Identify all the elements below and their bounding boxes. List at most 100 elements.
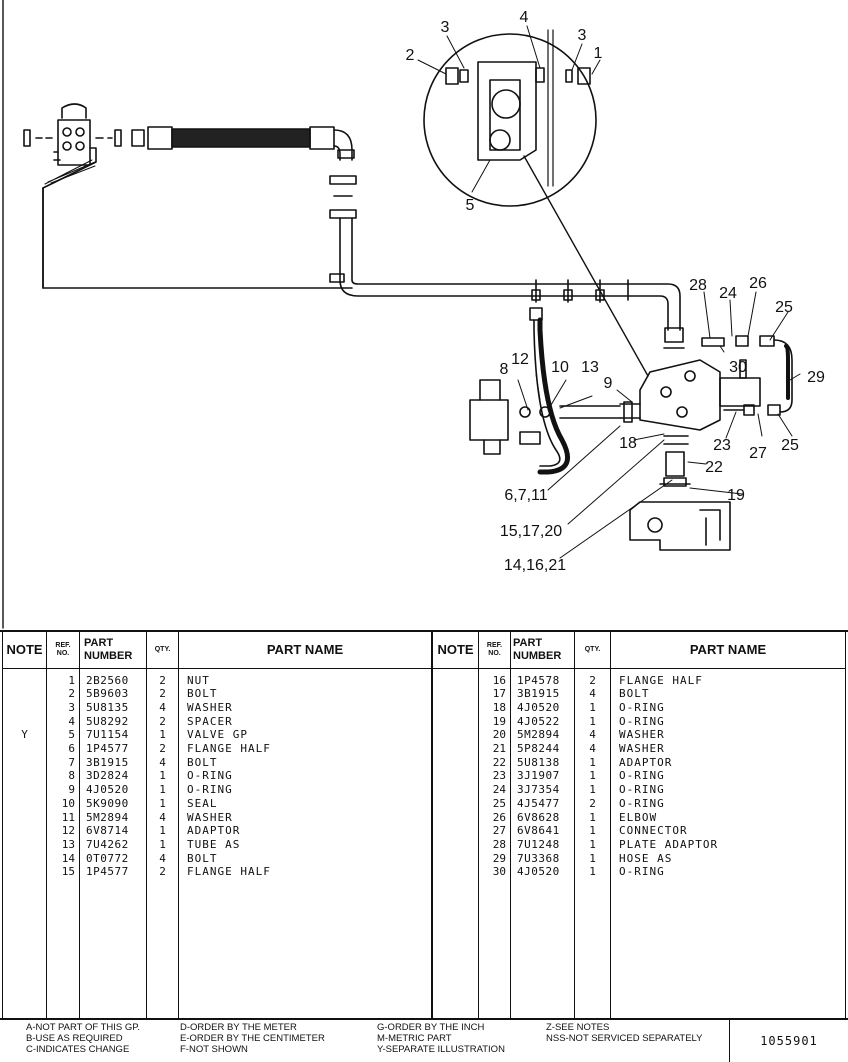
qty-cell: 1 — [574, 837, 611, 852]
diagram-svg: 1 2 3 3 4 5 6,7,11 8 9 10 12 13 14,16,21… — [2, 0, 825, 629]
ref-cell: 12 — [46, 824, 80, 838]
note-cell — [2, 796, 47, 811]
ref-cell: 14 — [46, 851, 80, 866]
part-name-cell: BOLT — [178, 687, 432, 701]
note-cell — [432, 714, 479, 729]
callout-12: 12 — [511, 351, 529, 368]
ref-cell: 15 — [46, 865, 80, 880]
qty-cell: 4 — [146, 755, 179, 770]
part-number-cell: 1P4577 — [79, 742, 147, 756]
qty-cell: 4 — [146, 851, 179, 866]
ref-cell: 28 — [478, 837, 511, 852]
empty-cell — [178, 879, 432, 1020]
callout-13: 13 — [581, 359, 599, 376]
legend-footer: A-NOT PART OF THIS GP. B-USE AS REQUIRED… — [0, 1018, 848, 1062]
part-name-cell: WASHER — [610, 728, 846, 743]
ref-cell: 3 — [46, 700, 80, 715]
qty-cell: 1 — [146, 769, 179, 784]
legend-item: F-NOT SHOWN — [180, 1044, 248, 1055]
ref-cell: 25 — [478, 796, 511, 811]
callout-3b: 3 — [578, 27, 587, 44]
ref-cell: 8 — [46, 769, 80, 784]
callout-3: 3 — [441, 19, 450, 36]
qty-cell: 4 — [574, 687, 611, 701]
legend-item: NSS-NOT SERVICED SEPARATELY — [546, 1033, 703, 1044]
part-name-cell: O-RING — [610, 769, 846, 784]
qty-cell: 1 — [574, 714, 611, 729]
part-name-cell: FLANGE HALF — [178, 865, 432, 880]
document-number: 1055901 — [729, 1020, 848, 1062]
note-cell — [432, 810, 479, 825]
part-name-cell: O-RING — [610, 700, 846, 715]
part-name-cell: BOLT — [178, 755, 432, 770]
note-cell — [432, 668, 479, 688]
empty-cell — [610, 879, 846, 1020]
note-cell — [432, 783, 479, 797]
part-number-cell: 0T0772 — [79, 851, 147, 866]
part-name-cell: O-RING — [610, 865, 846, 880]
empty-cell — [432, 879, 479, 1020]
part-name-cell: O-RING — [610, 783, 846, 797]
ref-cell: 29 — [478, 851, 511, 866]
part-number-cell: 7U1248 — [510, 837, 575, 852]
header-ref: REF.NO. — [46, 632, 80, 669]
callout-29: 29 — [807, 369, 825, 386]
note-cell — [432, 851, 479, 866]
legend-item: Y-SEPARATE ILLUSTRATION — [377, 1044, 505, 1055]
qty-cell: 1 — [146, 824, 179, 838]
part-number-cell: 7U4262 — [79, 837, 147, 852]
part-number-cell: 2B2560 — [79, 668, 147, 688]
qty-cell: 2 — [146, 687, 179, 701]
note-cell — [432, 796, 479, 811]
part-name-cell: HOSE AS — [610, 851, 846, 866]
ref-cell: 19 — [478, 714, 511, 729]
note-cell — [432, 755, 479, 770]
note-cell — [2, 769, 47, 784]
part-name-cell: CONNECTOR — [610, 824, 846, 838]
note-cell — [432, 865, 479, 880]
qty-cell: 1 — [574, 851, 611, 866]
legend-col-3: G-ORDER BY THE INCH M-METRIC PART Y-SEPA… — [377, 1022, 505, 1055]
callout-25b: 25 — [781, 437, 799, 454]
header-qty: QTY. — [146, 632, 179, 669]
exploded-parts-diagram: 1 2 3 3 4 5 6,7,11 8 9 10 12 13 14,16,21… — [2, 0, 825, 629]
qty-cell: 1 — [574, 824, 611, 838]
part-name-cell: O-RING — [178, 783, 432, 797]
note-cell — [2, 783, 47, 797]
part-number-cell: 5M2894 — [510, 728, 575, 743]
part-number-cell: 7U3368 — [510, 851, 575, 866]
part-number-cell: 5U8138 — [510, 755, 575, 770]
note-cell — [432, 742, 479, 756]
ref-cell: 21 — [478, 742, 511, 756]
ref-cell: 22 — [478, 755, 511, 770]
qty-cell: 4 — [146, 700, 179, 715]
part-name-cell: ELBOW — [610, 810, 846, 825]
part-number-cell: 6V8641 — [510, 824, 575, 838]
header-qty: QTY. — [574, 632, 611, 669]
note-cell — [2, 865, 47, 880]
qty-cell: 1 — [574, 810, 611, 825]
ref-cell: 26 — [478, 810, 511, 825]
qty-cell: 2 — [574, 668, 611, 688]
callout-9: 9 — [604, 375, 613, 392]
ref-cell: 4 — [46, 714, 80, 729]
ref-cell: 2 — [46, 687, 80, 701]
part-number-cell: 5M2894 — [79, 810, 147, 825]
callout-19: 19 — [727, 487, 745, 504]
